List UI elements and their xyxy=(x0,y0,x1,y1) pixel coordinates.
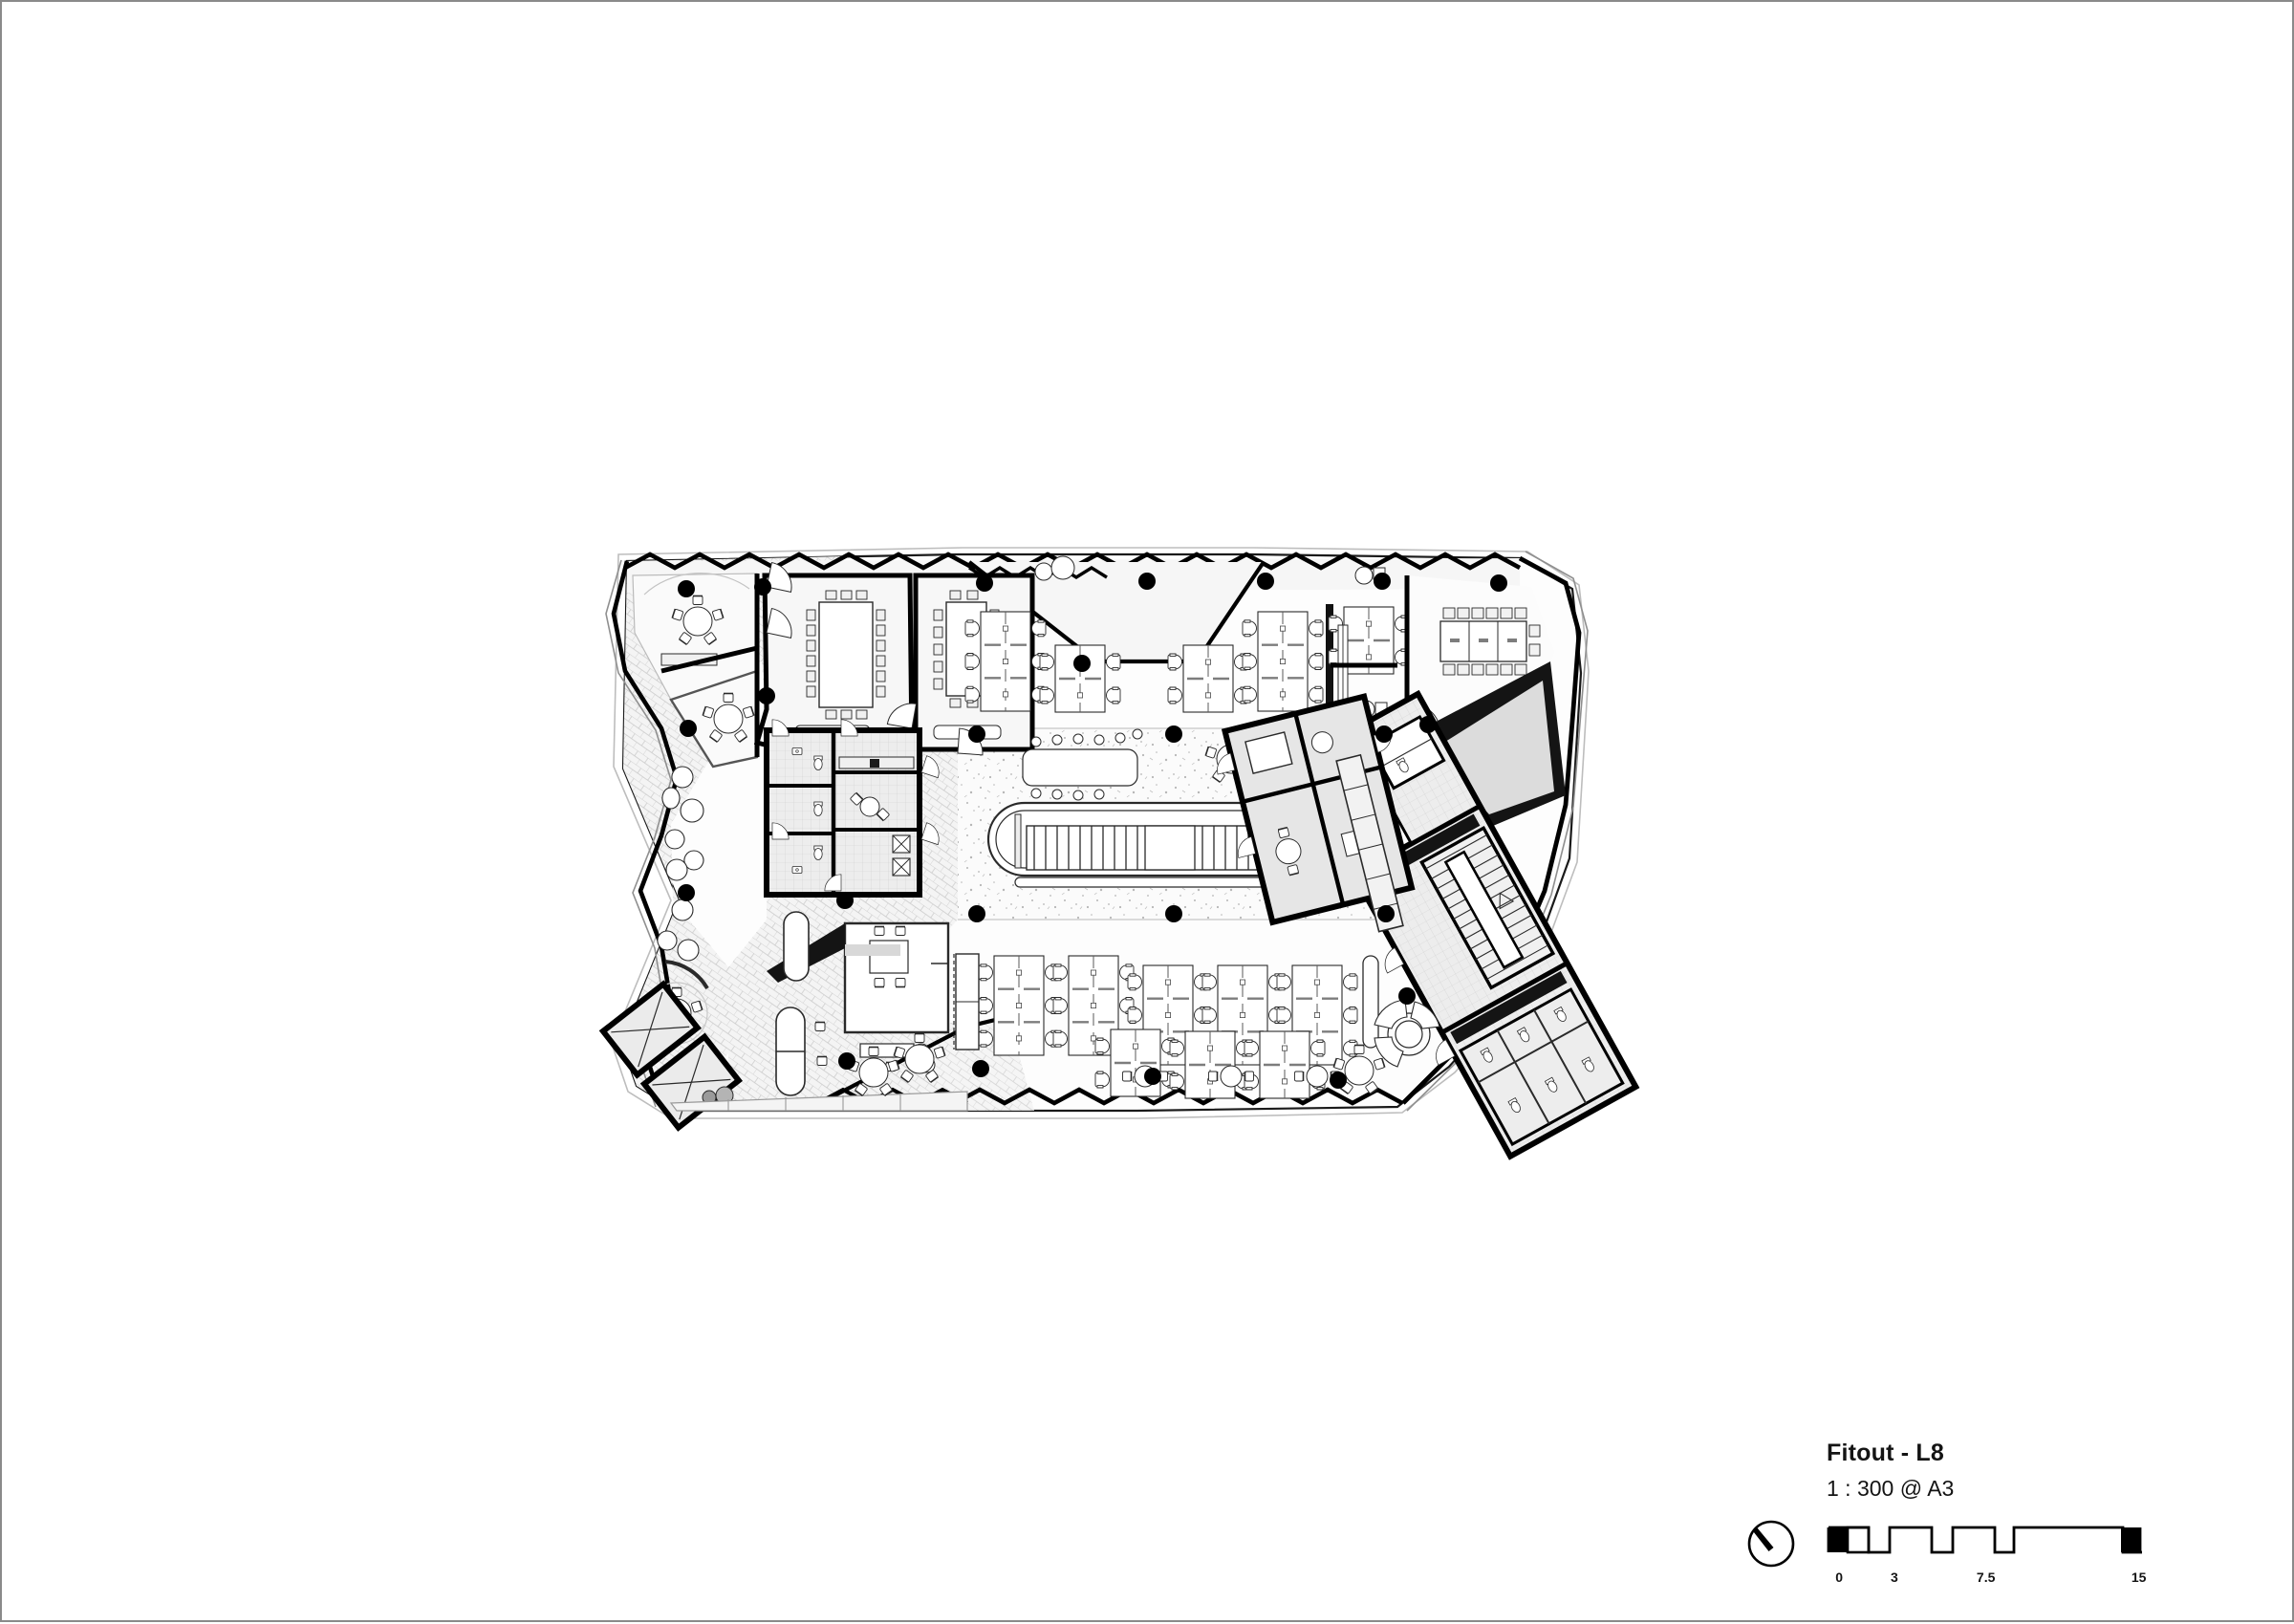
fire-stair xyxy=(1419,825,1556,990)
booth-pod-mid-west xyxy=(783,911,810,982)
meeting-room-large xyxy=(753,562,915,752)
scale-bar: 0 3 7.5 15 xyxy=(1827,1526,2146,1589)
perimeter-soft-seating-west xyxy=(657,766,704,962)
north-arrow-icon xyxy=(1747,1520,1795,1568)
lounge-north-west xyxy=(632,573,760,769)
floor-plate xyxy=(598,547,1640,1160)
scale-tick-15: 15 xyxy=(2131,1570,2147,1585)
plant-rooms-south-west xyxy=(598,980,743,1132)
scale-bar-graphic xyxy=(1827,1526,2142,1554)
scale-tick-0: 0 xyxy=(1835,1570,1844,1585)
structural-columns xyxy=(678,573,1507,1089)
glazing-outline xyxy=(611,547,1590,1119)
south-terrace-strip xyxy=(669,1091,968,1112)
drawing-title: Fitout - L8 xyxy=(1827,1440,1945,1466)
scale-tick-3: 3 xyxy=(1891,1570,1898,1585)
service-core-west xyxy=(764,719,944,898)
breakout-lounge-south-east xyxy=(1374,999,1440,1068)
touchdown-room-south-west xyxy=(767,921,950,1034)
drawing-scale: 1 : 300 @ A3 xyxy=(1827,1475,1955,1501)
booth-pod-west xyxy=(775,1007,828,1096)
atrium-meeting-table xyxy=(1022,728,1143,801)
titleblock: Fitout - L8 1 : 300 @ A3 xyxy=(1827,1440,2266,1501)
wc-block-south xyxy=(1450,970,1625,1147)
scale-tick-7-5: 7.5 xyxy=(1976,1570,1996,1585)
scale-bar-labels: 0 3 7.5 15 xyxy=(1827,1570,2146,1589)
